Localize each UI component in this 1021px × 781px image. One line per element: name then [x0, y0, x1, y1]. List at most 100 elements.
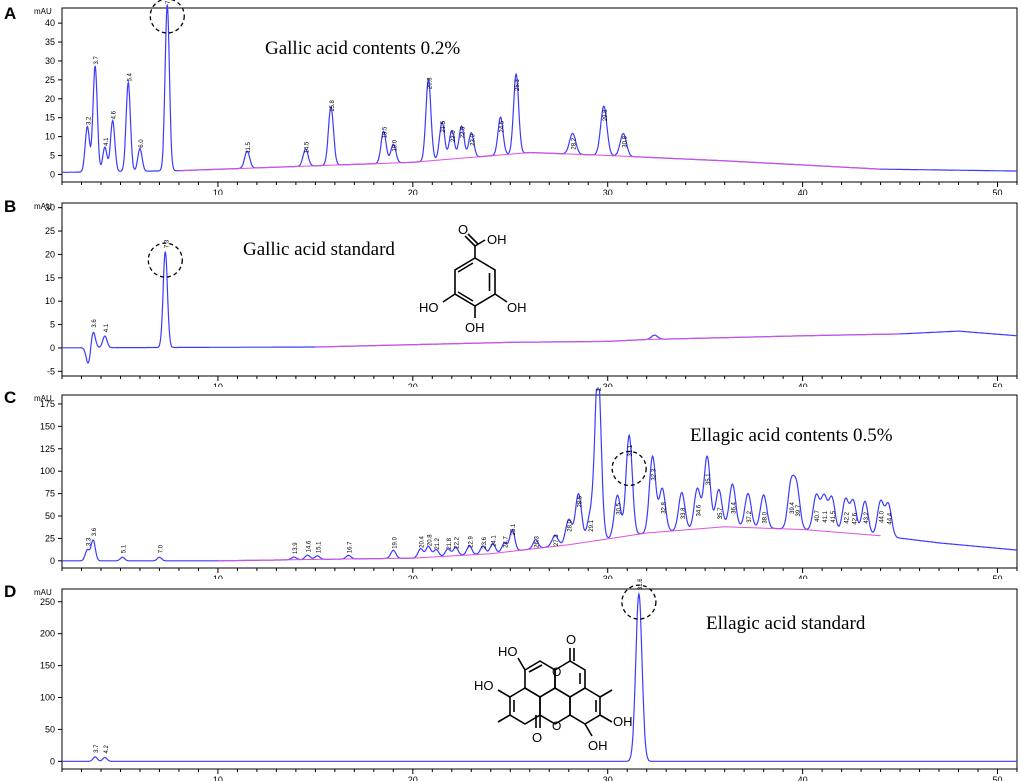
y-tick-label-a: 35 — [45, 37, 55, 47]
svg-text:O: O — [458, 222, 468, 237]
peak-label-c: 19.0 — [392, 536, 398, 548]
peak-label-a: 3.2 — [86, 116, 92, 125]
gallic-ho-left: HO — [419, 300, 439, 315]
peak-label-c: 16.7 — [348, 541, 354, 553]
ellagic-acid-structure: O O O O HO HO OH OH — [474, 632, 633, 753]
peak-label-a: 23.0 — [470, 134, 476, 146]
peak-label-a: 15.8 — [330, 99, 336, 111]
peak-label-c: 39.4 — [790, 501, 796, 513]
ellagic-oh-right: OH — [613, 714, 633, 729]
peak-label-c: 3.6 — [92, 527, 98, 536]
peak-label-a: 29.8 — [603, 109, 609, 121]
peak-label-a: 14.5 — [305, 141, 311, 153]
peak-label-a: 30.8 — [622, 135, 628, 147]
x-tick-label-c: 20 — [408, 574, 418, 579]
y-tick-label-d: 0 — [50, 756, 55, 766]
panel-label-c: C — [4, 388, 17, 407]
peak-label-d: 4.2 — [104, 745, 110, 754]
svg-text:O: O — [552, 665, 561, 679]
peak-label-a: 6.0 — [139, 139, 145, 148]
y-tick-label-b: 10 — [45, 296, 55, 306]
peak-label-c: 32.3 — [652, 468, 658, 480]
ellagic-ho-left: HO — [474, 678, 494, 693]
peak-label-c: 13.9 — [293, 542, 299, 554]
y-axis-label-a: mAU — [34, 7, 52, 16]
peak-label-c: 37.2 — [747, 510, 753, 522]
x-tick-label-a: 50 — [993, 188, 1003, 195]
peak-label-c: 32.8 — [661, 501, 667, 513]
y-tick-label-d: 50 — [45, 724, 55, 734]
circled-peak-a — [149, 0, 185, 34]
peak-label-c: 29.1 — [589, 519, 595, 531]
y-axis-label-c: mAU — [34, 394, 52, 403]
y-tick-label-c: 100 — [40, 466, 55, 476]
peak-label-a: 21.5 — [441, 120, 447, 132]
x-tick-label-b: 10 — [213, 382, 223, 387]
peak-label-d: 3.7 — [94, 744, 100, 753]
y-tick-label-a: 25 — [45, 75, 55, 85]
peak-label-c: 28.5 — [577, 495, 583, 507]
gallic-acid-structure: O OH HO OH OH — [419, 222, 527, 335]
peak-label-c: 22.2 — [455, 536, 461, 548]
y-tick-label-b: 5 — [50, 320, 55, 330]
y-tick-label-a: 40 — [45, 18, 55, 28]
peak-label-c: 20.4 — [420, 536, 426, 548]
y-tick-label-c: 125 — [40, 444, 55, 454]
y-tick-label-a: 0 — [50, 169, 55, 179]
x-tick-label-c: 50 — [993, 574, 1003, 579]
peak-label-d: 31.6 — [638, 579, 644, 590]
peak-label-a: 3.7 — [94, 56, 100, 65]
y-tick-label-c: 25 — [45, 533, 55, 543]
peak-label-a: 19.0 — [392, 139, 398, 151]
gallic-oh-right: OH — [507, 300, 527, 315]
svg-text:O: O — [532, 730, 542, 745]
peak-label-a: 18.5 — [383, 126, 389, 138]
peak-label-b: 7.3 — [164, 239, 170, 248]
integration-baseline-c — [217, 526, 881, 562]
y-tick-label-d: 250 — [40, 597, 55, 607]
peak-label-c: 24.7 — [503, 536, 509, 548]
peak-label-a: 22.5 — [461, 126, 467, 138]
peak-label-c: 26.3 — [535, 536, 541, 548]
peak-label-c: 14.6 — [307, 540, 313, 552]
peak-label-a: 7.4 — [166, 0, 172, 4]
plot-frame-d — [61, 588, 1018, 770]
y-tick-label-c: 50 — [45, 511, 55, 521]
peak-label-c: 39.7 — [796, 504, 802, 516]
peak-label-a: 20.8 — [427, 77, 433, 89]
x-tick-label-a: 20 — [408, 188, 418, 195]
annotation-gallic-standard: Gallic acid standard — [243, 239, 395, 260]
peak-label-a: 24.5 — [500, 120, 506, 132]
plot-frame-a — [61, 7, 1018, 183]
peak-label-c: 44.0 — [880, 510, 886, 522]
y-tick-label-b: 25 — [45, 226, 55, 236]
peak-label-a: 28.2 — [572, 137, 578, 149]
ellagic-oh-bottom-right: OH — [588, 738, 608, 753]
panel-label-b: B — [4, 197, 17, 216]
x-tick-label-d: 40 — [798, 775, 808, 781]
peak-label-c: 20.8 — [427, 534, 433, 546]
x-tick-label-c: 10 — [213, 574, 223, 579]
plot-frame-b — [61, 202, 1018, 377]
signal-trace-a — [61, 4, 1017, 173]
peak-label-c: 21.8 — [447, 537, 453, 549]
ellagic-ho-top-left: HO — [498, 644, 518, 659]
peak-label-c: 24.1 — [492, 535, 498, 547]
peak-label-c: 7.0 — [158, 544, 164, 553]
y-tick-label-b: 30 — [45, 203, 55, 213]
signal-trace-d — [62, 592, 1017, 762]
peak-label-c: 29.5 — [597, 387, 603, 391]
y-tick-label-c: 175 — [40, 399, 55, 409]
peak-label-c: 43.2 — [864, 511, 870, 523]
panel-label-d: D — [4, 582, 17, 601]
y-tick-label-a: 10 — [45, 132, 55, 142]
peak-label-c: 36.4 — [731, 501, 737, 513]
svg-text:O: O — [552, 719, 561, 733]
peak-label-a: 25.3 — [515, 79, 521, 91]
peak-label-c: 25.1 — [511, 523, 517, 535]
peak-label-a: 22.0 — [451, 130, 457, 142]
y-tick-label-b: 20 — [45, 249, 55, 259]
x-tick-label-d: 50 — [993, 775, 1003, 781]
